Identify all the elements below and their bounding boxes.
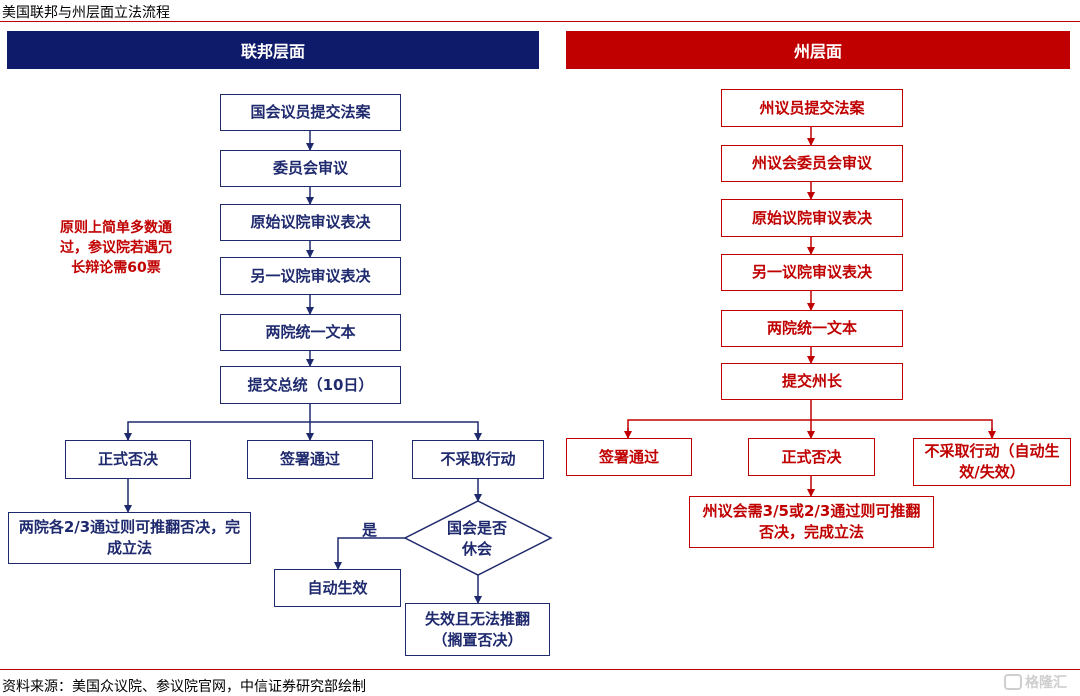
fed-step-2: 委员会审议 <box>220 150 401 187</box>
state-step-6: 提交州长 <box>721 363 903 400</box>
state-outcome-sign: 签署通过 <box>566 438 692 476</box>
watermark-text: 格隆汇 <box>1025 675 1067 691</box>
fed-yes-result: 自动生效 <box>274 569 401 607</box>
state-step-1: 州议员提交法案 <box>721 89 903 127</box>
fed-yes-label: 是 <box>362 521 378 539</box>
watermark: 格隆汇 <box>1004 672 1067 692</box>
top-divider <box>0 21 1080 22</box>
fed-no-result: 失效且无法推翻（搁置否决） <box>405 603 550 656</box>
watermark-logo-icon <box>1004 674 1022 690</box>
fed-step-1: 国会议员提交法案 <box>220 94 401 131</box>
state-override-note: 州议会需3/5或2/3通过则可推翻否决，完成立法 <box>689 496 934 548</box>
fed-outcome-sign: 签署通过 <box>247 440 373 479</box>
state-step-5: 两院统一文本 <box>721 310 903 347</box>
fed-step-5: 两院统一文本 <box>220 314 401 351</box>
fed-outcome-veto: 正式否决 <box>65 440 191 479</box>
fed-outcome-no-action: 不采取行动 <box>412 440 544 479</box>
fed-step-3: 原始议院审议表决 <box>220 204 401 241</box>
bottom-divider <box>0 669 1080 670</box>
state-step-4: 另一议院审议表决 <box>721 254 903 291</box>
source-note: 资料来源：美国众议院、参议院官网，中信证券研究部绘制 <box>2 679 366 695</box>
state-outcome-veto: 正式否决 <box>748 438 875 476</box>
senate-note: 原则上简单多数通过，参议院若遇冗长辩论需60票 <box>60 220 172 276</box>
state-header: 州层面 <box>566 31 1070 69</box>
state-step-2: 州议会委员会审议 <box>721 145 903 182</box>
fed-step-6: 提交总统（10日） <box>220 366 401 404</box>
state-outcome-no-action: 不采取行动（自动生效/失效） <box>913 438 1071 486</box>
fed-decision-label: 国会是否休会 <box>446 519 507 558</box>
fed-override-note: 两院各2/3通过则可推翻否决，完成立法 <box>8 512 251 564</box>
federal-header: 联邦层面 <box>7 31 539 69</box>
state-step-3: 原始议院审议表决 <box>721 199 903 237</box>
fed-step-4: 另一议院审议表决 <box>220 257 401 295</box>
page-title: 美国联邦与州层面立法流程 <box>2 5 170 21</box>
